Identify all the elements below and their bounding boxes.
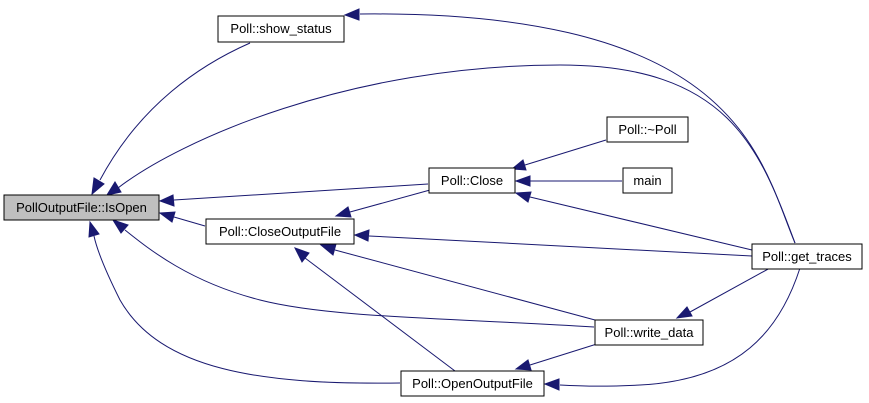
edge-write-data-to-closeoutputfile bbox=[319, 243, 596, 321]
node-closeoutputfile-label: Poll::CloseOutputFile bbox=[219, 224, 341, 239]
node-close-label: Poll::Close bbox=[441, 173, 503, 188]
edge-get-traces-to-close bbox=[514, 191, 753, 251]
node-closeoutputfile[interactable]: Poll::CloseOutputFile bbox=[205, 218, 355, 245]
node-show-status-label: Poll::show_status bbox=[230, 21, 332, 36]
node-isopen-label: PollOutputFile::IsOpen bbox=[16, 200, 147, 215]
edge-openoutputfile-to-isopen bbox=[88, 220, 401, 384]
edge-get-traces-to-isopen bbox=[105, 64, 796, 244]
node-openoutputfile[interactable]: Poll::OpenOutputFile bbox=[400, 370, 545, 397]
node-destructor-label: Poll::~Poll bbox=[618, 122, 676, 137]
node-write-data-label: Poll::write_data bbox=[605, 325, 695, 340]
nodes: PollOutputFile::IsOpen Poll::show_status… bbox=[3, 15, 863, 397]
edge-destructor-to-close bbox=[510, 139, 607, 171]
edge-close-to-closeoutputfile bbox=[334, 189, 431, 218]
edge-get-traces-to-write-data bbox=[675, 267, 771, 319]
edge-closeoutputfile-to-isopen bbox=[158, 211, 206, 227]
edge-show-status-to-isopen bbox=[91, 42, 251, 196]
node-main-label: main bbox=[633, 173, 661, 188]
node-isopen[interactable]: PollOutputFile::IsOpen bbox=[3, 194, 160, 221]
node-main[interactable]: main bbox=[622, 167, 673, 194]
node-write-data[interactable]: Poll::write_data bbox=[594, 319, 704, 346]
node-close[interactable]: Poll::Close bbox=[428, 167, 516, 194]
edge-write-data-to-isopen bbox=[111, 219, 595, 328]
edge-close-to-isopen bbox=[158, 183, 429, 207]
edge-get-traces-to-closeoutputfile bbox=[353, 229, 753, 257]
edge-get-traces-to-show-status bbox=[343, 8, 796, 244]
edge-write-data-to-openoutputfile bbox=[514, 342, 601, 371]
edge-openoutputfile-to-closeoutputfile bbox=[293, 247, 456, 372]
edge-main-to-close bbox=[514, 175, 622, 187]
node-destructor[interactable]: Poll::~Poll bbox=[606, 116, 689, 143]
node-show-status[interactable]: Poll::show_status bbox=[217, 15, 345, 43]
edge-get-traces-to-openoutputfile bbox=[543, 267, 801, 391]
node-openoutputfile-label: Poll::OpenOutputFile bbox=[412, 376, 533, 391]
node-get-traces-label: Poll::get_traces bbox=[762, 249, 852, 264]
edges bbox=[88, 8, 801, 391]
node-get-traces[interactable]: Poll::get_traces bbox=[751, 243, 863, 270]
